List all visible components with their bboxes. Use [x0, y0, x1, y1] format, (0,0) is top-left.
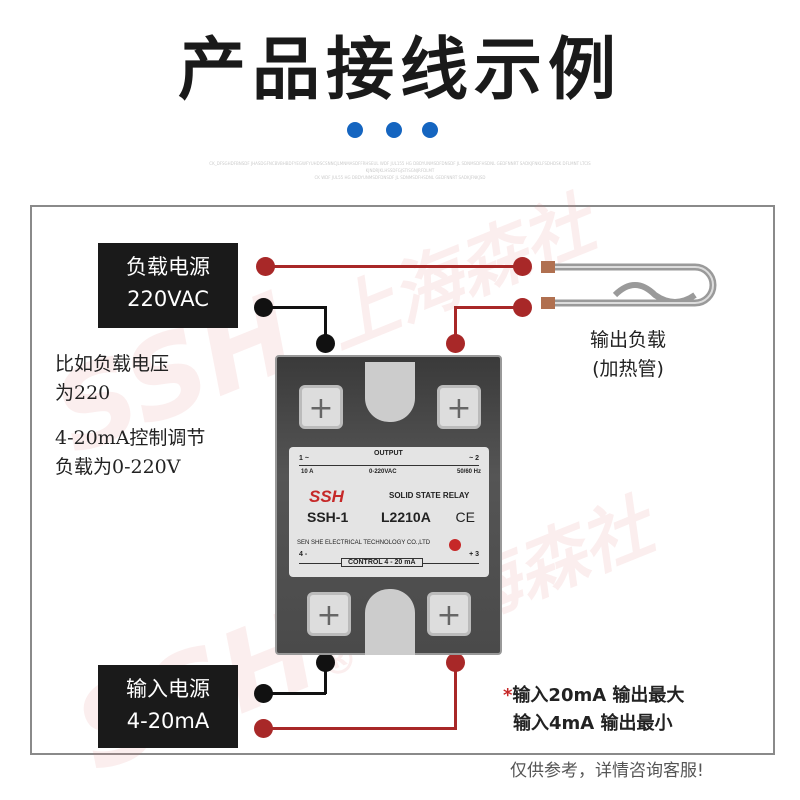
output-load-label: 输出负载 (加热管)	[590, 326, 666, 384]
relay-text: SEN SHE ELECTRICAL TECHNOLOGY CO.,LTD	[297, 540, 431, 546]
indicator-led	[449, 539, 461, 551]
relay-model: L2210A	[381, 509, 431, 525]
wire-red	[454, 306, 457, 343]
relay-text: SOLID STATE RELAY	[389, 491, 470, 500]
mount-slot	[365, 362, 415, 422]
fine-line: CK WDF JUL55 HG DBDYUNMSDFDNSDF JL SDNMS…	[314, 175, 486, 180]
load-power-line2: 220VAC	[127, 287, 209, 311]
note: 比如负载电压	[55, 353, 170, 375]
wire-red	[454, 662, 457, 729]
wire-black	[324, 306, 327, 343]
relay-text: + 3	[469, 551, 479, 558]
note: 输入20mA 输出最大	[512, 685, 685, 706]
fine-line: CK_DFSGHDFBNSDF JHASDGFNCBVBHBDFYEGWFYUH…	[209, 161, 591, 166]
load-power-line1: 负载电源	[126, 255, 210, 279]
disclaimer: 仅供参考，详情咨询客服!	[510, 761, 704, 781]
relay-text: OUTPUT	[374, 450, 403, 457]
terminal-dot	[446, 334, 465, 353]
wire-red	[263, 727, 457, 730]
screw-terminal-3	[427, 592, 471, 636]
screw-terminal-4	[307, 592, 351, 636]
relay-brand-logo: SSH	[309, 487, 344, 506]
terminal-dot	[254, 719, 273, 738]
wire-black	[263, 306, 326, 309]
decor-dot	[422, 122, 438, 138]
screw-terminal-1	[299, 385, 343, 429]
terminal-dot	[513, 298, 532, 317]
relay-text: 4 -	[299, 551, 308, 558]
output-load-line2: (加热管)	[592, 358, 664, 380]
terminal-dot	[256, 257, 275, 276]
relay-model: SSH-1	[307, 509, 349, 525]
wire-black	[263, 692, 326, 695]
relay-text: ~ 2	[469, 455, 479, 462]
decor-dot	[347, 122, 363, 138]
note: 为220	[55, 382, 111, 404]
terminal-dot	[254, 298, 273, 317]
relay-text: 1 ~	[299, 455, 309, 462]
wire-red	[455, 306, 522, 309]
diagram-frame	[30, 205, 775, 755]
relay-text: 10 A	[301, 469, 314, 475]
fine-line: KJNDRJKLHSSDFGJSTISGNJRFDLMT	[365, 168, 435, 173]
terminal-dot	[254, 684, 273, 703]
output-load-line1: 输出负载	[590, 329, 667, 351]
decor-dot	[386, 122, 402, 138]
solid-state-relay: 1 ~ OUTPUT ~ 2 10 A 0-220VAC 50/60 Hz SS…	[275, 355, 502, 655]
mount-slot	[365, 589, 415, 655]
screw-terminal-2	[437, 385, 481, 429]
terminal-dot	[446, 653, 465, 672]
load-power-label: 负载电源 220VAC	[98, 243, 238, 328]
ce-mark: CE	[455, 509, 475, 525]
heater-tube-icon	[541, 261, 717, 309]
note: 负载为0-220V	[55, 456, 181, 478]
note: 4-20mA控制调节	[55, 427, 206, 449]
note: 输入4mA 输出最小	[513, 713, 673, 734]
input-power-line1: 输入电源	[126, 677, 210, 701]
right-notes: *输入20mA 输出最大 输入4mA 输出最小	[503, 682, 684, 738]
wire-red	[265, 265, 522, 268]
page-title: 产品接线示例	[177, 31, 622, 110]
terminal-dot	[316, 334, 335, 353]
left-notes: 比如负载电压 为220 4-20mA控制调节 负载为0-220V	[55, 350, 205, 482]
fine-print: CK_DFSGHDFBNSDF JHASDGFNCBVBHBDFYEGWFYUH…	[140, 160, 660, 181]
terminal-dot	[513, 257, 532, 276]
wire-black	[324, 662, 327, 694]
input-power-label: 输入电源 4-20mA	[98, 665, 238, 748]
relay-text: 0-220VAC	[369, 469, 397, 475]
input-power-line2: 4-20mA	[126, 709, 210, 733]
relay-text: 50/60 Hz	[456, 469, 481, 475]
asterisk: *	[503, 685, 513, 706]
terminal-dot	[316, 653, 335, 672]
relay-text: CONTROL 4 - 20 mA	[341, 558, 423, 567]
relay-label-plate: 1 ~ OUTPUT ~ 2 10 A 0-220VAC 50/60 Hz SS…	[289, 447, 489, 577]
